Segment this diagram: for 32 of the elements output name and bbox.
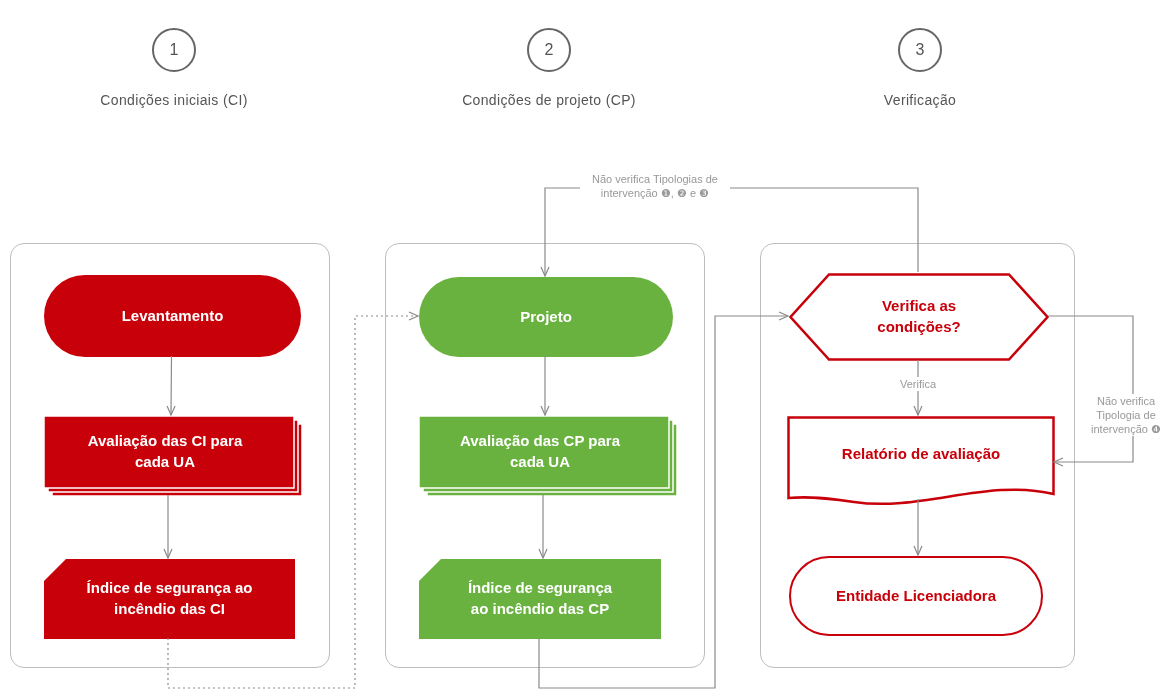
step-heading: Verificação bbox=[882, 91, 958, 110]
edge-label: Não verifica Tipologias de intervenção ❶, ❷ e ❸ bbox=[580, 172, 730, 200]
card-shape-box bbox=[419, 559, 661, 639]
node-label: Índice de segurança ao incêndio das CP bbox=[466, 578, 614, 619]
stage-panel bbox=[10, 243, 330, 668]
dashed-arrow bbox=[167, 311, 419, 689]
card-shape-box bbox=[44, 559, 295, 639]
decision-hexagon bbox=[789, 273, 1049, 361]
node-label: 2 bbox=[544, 40, 554, 60]
node-label: 1 bbox=[169, 40, 179, 60]
step-heading: Condições iniciais (CI) bbox=[99, 91, 249, 110]
node-label: Levantamento bbox=[120, 305, 225, 326]
multi-document-box bbox=[419, 416, 677, 496]
node-label: Entidade Licenciadora bbox=[834, 585, 997, 606]
document-shape bbox=[787, 416, 1055, 508]
multi-document-box bbox=[44, 416, 302, 496]
arrow bbox=[166, 355, 176, 416]
stage-panel bbox=[760, 243, 1075, 668]
node-label: Relatório de avaliação bbox=[840, 443, 1002, 464]
arrow bbox=[163, 494, 173, 559]
node-label: Verifica as condições? bbox=[876, 296, 962, 337]
arrow bbox=[538, 311, 789, 689]
node-label: Projeto bbox=[519, 306, 573, 327]
step-heading: Condições de projeto (CP) bbox=[461, 91, 637, 110]
node-label: Índice de segurança ao incêndio das CI bbox=[85, 578, 254, 619]
stage-panel bbox=[385, 243, 705, 668]
arrow bbox=[538, 494, 548, 559]
arrow bbox=[540, 355, 550, 416]
node-label: Avaliação das CI para cada UA bbox=[86, 431, 244, 472]
node-label: Avaliação das CP para cada UA bbox=[458, 431, 622, 472]
node-label: 3 bbox=[915, 40, 925, 60]
arrow bbox=[913, 498, 923, 556]
